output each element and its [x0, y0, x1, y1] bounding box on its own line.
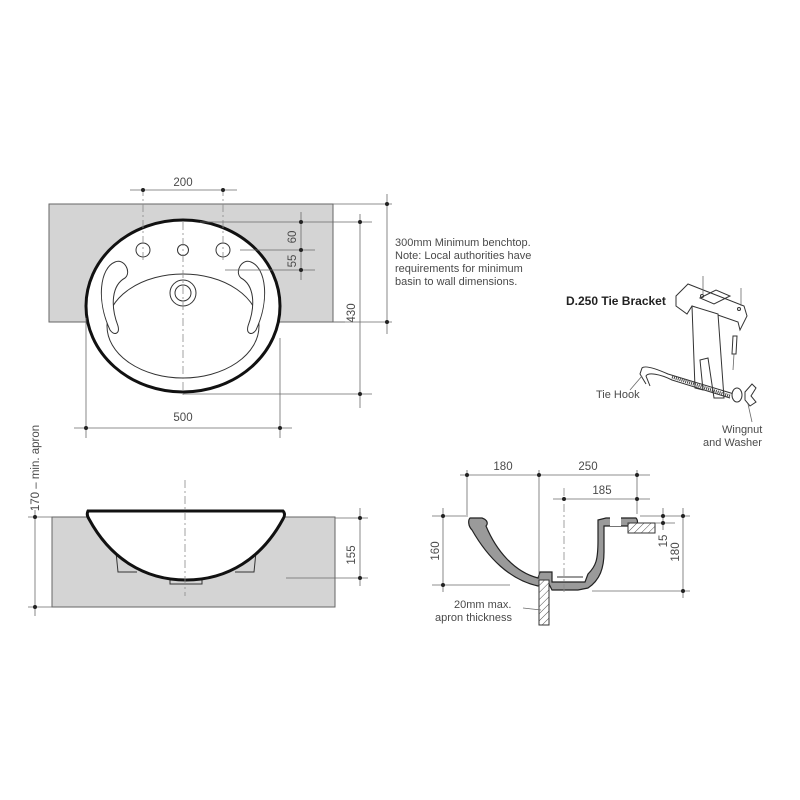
wingnut — [744, 383, 757, 407]
benchtop-note-line-2: Note: Local authorities have — [395, 250, 531, 262]
apron-note-line-2: apron thickness — [435, 612, 513, 624]
section-benchtop — [627, 522, 656, 534]
washer — [731, 387, 743, 403]
dim-rim-to-taps: 60 — [287, 231, 299, 244]
elevation-bowl — [85, 509, 286, 582]
benchtop-note-line-1: 300mm Minimum benchtop. — [395, 237, 531, 249]
tie-bracket-detail: D.250 Tie Bracket Tie Hook Wingnut and W… — [566, 276, 762, 449]
bracket-top-plate — [675, 283, 748, 332]
dim-waste-to-back: 185 — [592, 485, 611, 497]
front-elevation: 170 – min. apron 155 — [28, 425, 368, 616]
dim-bowl-height: 160 — [430, 541, 442, 560]
benchtop-note-line-4: basin to wall dimensions. — [395, 276, 517, 288]
benchtop-note-line-3: requirements for minimum — [395, 263, 523, 275]
side-section: 180 250 185 160 15 180 20mm max. apron t… — [430, 461, 690, 626]
dim-basin-depth: 430 — [346, 303, 358, 322]
section-bowl-shell — [468, 517, 639, 591]
tie-hook — [639, 366, 735, 395]
dim-tap-spacing: 200 — [173, 177, 192, 189]
dim-centre-to-back: 250 — [578, 461, 597, 473]
dim-overall-height: 180 — [670, 542, 682, 561]
dim-taps-to-bowl: 55 — [287, 255, 299, 268]
bracket-body — [691, 305, 725, 399]
plan-view: 200 60 55 430 500 300mm Minimum benchtop — [48, 177, 531, 438]
wingnut-label-1: Wingnut — [722, 424, 762, 436]
dim-rim-thickness: 15 — [658, 535, 670, 548]
dim-bowl-depth: 155 — [346, 545, 358, 564]
dim-min-apron: 170 – min. apron — [30, 425, 42, 511]
apron-note-line-1: 20mm max. — [454, 599, 511, 611]
dim-rim-to-centre: 180 — [493, 461, 512, 473]
tie-hook-label: Tie Hook — [596, 389, 640, 401]
section-apron — [538, 579, 550, 626]
wingnut-label-2: and Washer — [703, 437, 762, 449]
tie-bracket-title: D.250 Tie Bracket — [566, 294, 666, 308]
plan-overflow-left — [100, 260, 129, 334]
plan-overflow-right — [237, 260, 266, 334]
dim-basin-width: 500 — [173, 412, 192, 424]
